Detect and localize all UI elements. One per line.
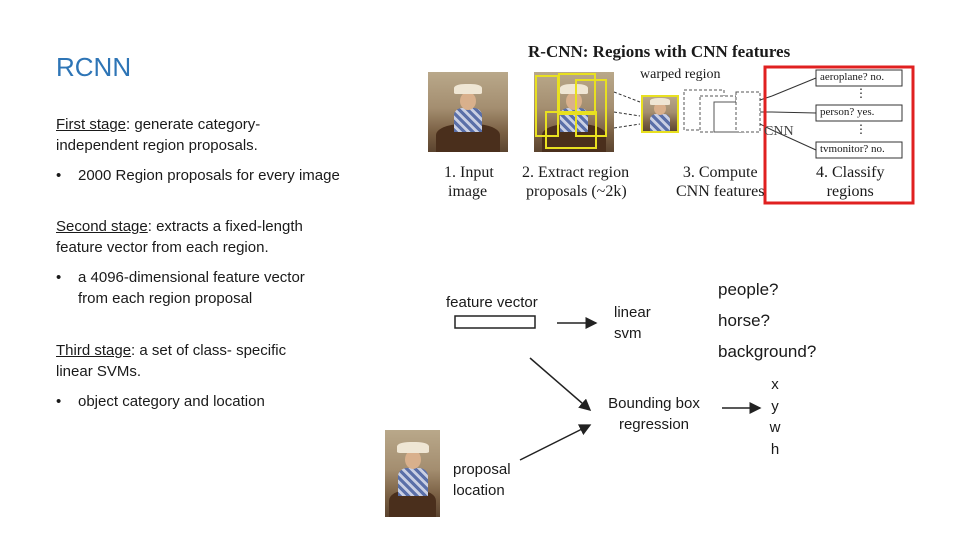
step-3-line1: 3. Compute [682, 164, 758, 181]
class-aeroplane: aeroplane? no. [820, 71, 885, 83]
step-4-line2: regions [826, 183, 874, 200]
stage-1-text: First stage: generate category- independ… [56, 114, 386, 156]
step-2-line1: 2. Extract region [522, 164, 630, 181]
step-1-line2: image [448, 183, 488, 200]
feature-vector-bar [454, 315, 536, 329]
classify-highlight-box [763, 65, 915, 205]
stage-1-bullet-text: 2000 Region proposals for every image [78, 167, 340, 184]
arrow-location-to-bbox [519, 424, 592, 461]
proposal-line1: proposal [453, 461, 511, 478]
stage-3-line2: linear SVMs. [56, 363, 142, 380]
step-4-line1: 4. Classify [816, 164, 885, 181]
stage-3-line1: : a set of class- specific [131, 342, 287, 359]
stage-1-line1: : generate category- [126, 116, 261, 133]
stage-2-line2: feature vector from each region. [56, 239, 269, 256]
proposal-image [385, 430, 440, 517]
bbox-line2: regression [618, 416, 690, 433]
class-boxes [815, 69, 903, 159]
bullet-dot: • [56, 167, 62, 184]
cnn-fan-lines [759, 77, 817, 151]
class-ellipsis-2: ⋮ [855, 122, 867, 136]
output-background: background? [718, 342, 817, 361]
stage-1-line2: independent region proposals. [56, 137, 258, 154]
proposal-location-label: proposal location [453, 459, 511, 501]
input-image [428, 72, 508, 152]
stage-3-text: Third stage: a set of class- specific li… [56, 340, 386, 382]
stage-2-line1: : extracts a fixed-length [147, 218, 303, 235]
stage-3-bullet-text: object category and location [78, 393, 265, 410]
stage-2-bullet-line2: from each region proposal [78, 290, 253, 307]
coords-list: x y w h [768, 374, 782, 460]
proposal-line2: location [453, 482, 505, 499]
proposal-boxes [535, 73, 679, 149]
cnn-layers [683, 89, 761, 133]
stage-3-bullet: • object category and location [56, 391, 376, 413]
linear-text: linear [614, 304, 651, 321]
svm-text: svm [614, 325, 642, 342]
warped-region-image [642, 96, 678, 132]
coord-h: h [770, 440, 780, 458]
warp-arrows [613, 91, 641, 129]
coord-x: x [771, 376, 779, 393]
class-person: person? yes. [820, 106, 875, 118]
step-2-line2: proposals (~2k) [526, 183, 627, 200]
step-2-label: 2. Extract region proposals (~2k) [522, 163, 629, 201]
arrow-feature-to-bbox [529, 357, 592, 411]
step-1-line1: 1. Input [444, 164, 494, 181]
stage-2-label: Second stage [56, 218, 148, 235]
stage-2-text: Second stage: extracts a fixed-length fe… [56, 216, 386, 258]
bullet-dot: • [56, 393, 62, 410]
cnn-label: CNN [764, 124, 794, 139]
slide-title: RCNN [56, 52, 132, 82]
bullet-dot: • [56, 269, 62, 286]
coord-w: w [769, 419, 781, 436]
stage-1-label: First stage [56, 116, 127, 133]
step-1-label: 1. Input image [444, 163, 494, 201]
step-3-label: 3. Compute CNN features [676, 163, 764, 201]
figure-title-text: R-CNN: Regions with CNN features [528, 42, 791, 61]
stage-2-bullet-line1: a 4096-dimensional feature vector [78, 269, 305, 286]
feature-vector-label: feature vector [446, 294, 538, 311]
output-horse: horse? [718, 311, 770, 330]
stage-3-label: Third stage [56, 342, 132, 359]
linear-svm-label: linear svm [614, 302, 651, 344]
bbox-regression-label: Bounding box regression [600, 393, 708, 435]
step-3-line2: CNN features [676, 183, 765, 200]
output-people: people? [718, 280, 779, 299]
coord-y: y [771, 397, 779, 415]
class-tvmonitor: tvmonitor? no. [820, 143, 885, 155]
step-4-label: 4. Classify regions [816, 163, 884, 201]
stage-2-bullet: • a 4096-dimensional feature vector from… [56, 267, 376, 311]
class-ellipsis-1: ⋮ [855, 86, 867, 100]
warped-region-label: warped region [640, 67, 721, 82]
bbox-line1: Bounding box [608, 395, 700, 412]
stage-1-bullet: • 2000 Region proposals for every image [56, 165, 396, 187]
figure-title: R-CNN: Regions with CNN features [528, 42, 790, 62]
